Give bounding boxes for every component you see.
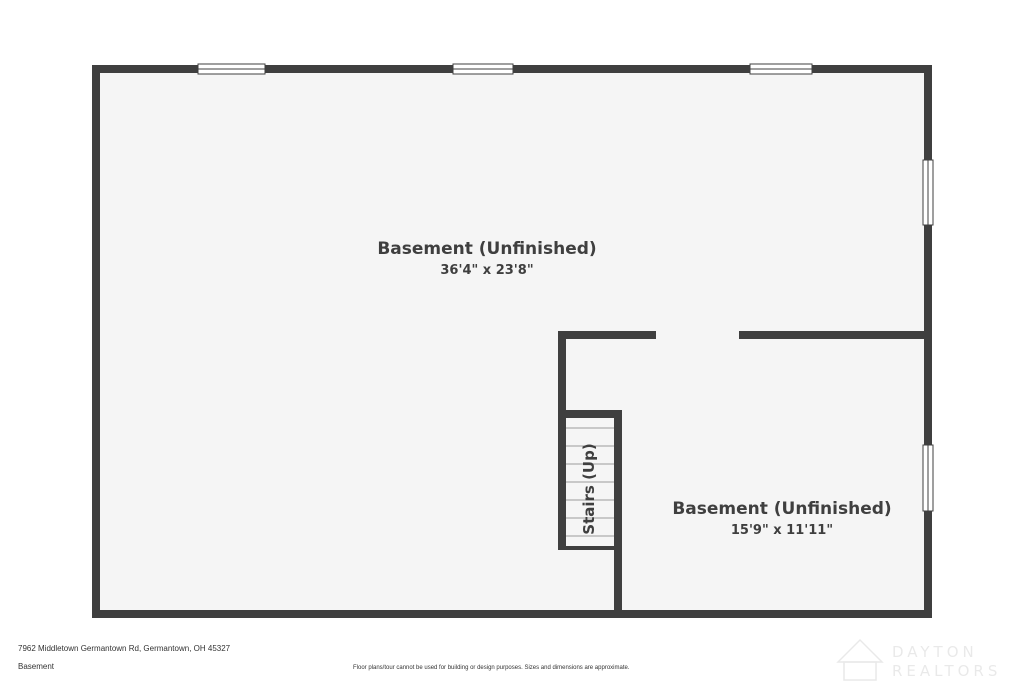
interior-wall-horizontal-right [739,331,928,339]
window-right-1 [922,159,934,226]
outer-wall-right [924,65,932,618]
room-name-main: Basement (Unfinished) [377,239,596,259]
stair-wall-top [558,410,622,418]
window-right-2 [922,444,934,512]
window-top-1 [197,63,266,75]
stair-wall-right [614,410,622,615]
brand-watermark: DAYTON REALTORS [836,638,1001,681]
window-top-2 [452,63,514,75]
house-logo-icon [836,638,884,681]
property-address: 7962 Middletown Germantown Rd, Germantow… [18,644,231,653]
room-name-secondary: Basement (Unfinished) [672,499,891,519]
interior-wall-horizontal-left [558,331,656,339]
stair-treads [566,427,614,537]
room-dims-secondary: 15'9" x 11'11" [731,523,833,538]
outer-wall-bottom [92,610,932,618]
stair-wall-bottom [558,546,618,550]
room-dims-main: 36'4" x 23'8" [440,263,533,278]
window-top-3 [749,63,813,75]
stairs-label: Stairs (Up) [580,443,598,534]
brand-line2: REALTORS [892,662,1001,680]
outer-wall-left [92,65,100,618]
brand-line1: DAYTON [892,643,978,661]
disclaimer-text: Floor plans/tour cannot be used for buil… [353,665,630,671]
floor-area [97,69,927,613]
floor-level-label: Basement [18,662,55,671]
interior-wall-vertical [558,331,566,550]
